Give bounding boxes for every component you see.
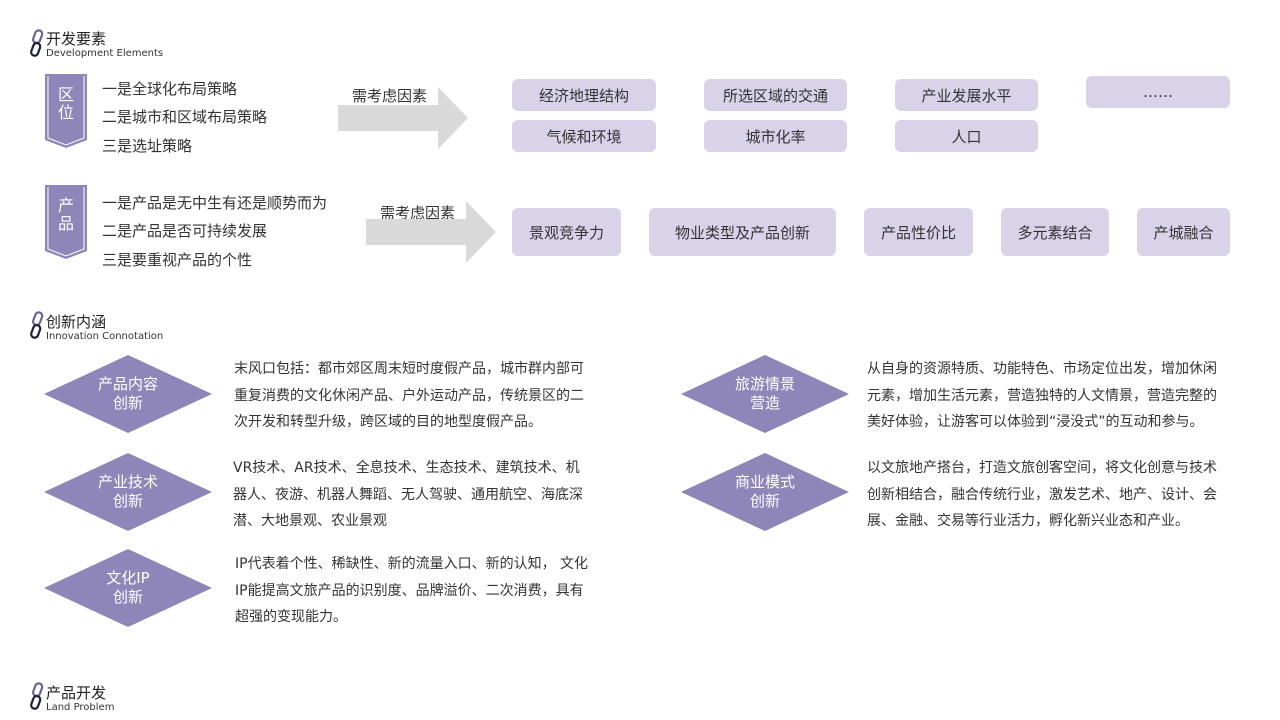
description-line: 潜、大地景观、农业景观 [233, 513, 387, 529]
innovation-title: 创新 [112, 588, 143, 606]
product-line: 一是产品是无中生有还是顺势而为 [102, 194, 328, 212]
innovation-title: 创新 [112, 394, 143, 412]
location-line: 二是城市和区域布局策略 [102, 108, 268, 126]
description-line: 末风口包括：都市郊区周末短时度假产品，城市群内部可 [234, 361, 584, 377]
section-subtitle-development: Development Elements [46, 48, 164, 59]
product-tag-char: 品 [57, 214, 74, 233]
description-line: IP代表着个性、稀缺性、新的流量入口、新的认知， 文化 [235, 556, 589, 572]
section-title-product-dev: 产品开发 [46, 684, 107, 702]
chain-link-icon [28, 29, 46, 59]
product-factor: 景观竞争力 [512, 208, 621, 256]
section-subtitle-product-dev: Land Problem [46, 702, 115, 713]
innovation-title: 旅游情景 [734, 375, 795, 393]
innovation-description: 以文旅地产搭台，打造文旅创客空间，将文化创意与技术 创新相结合，融合传统行业，激… [867, 455, 1242, 535]
chain-link-icon [28, 311, 46, 341]
description-line: 从自身的资源特质、功能特色、市场定位出发，增加休闲 [867, 361, 1217, 377]
innovation-title: 产品内容 [97, 375, 158, 393]
location-tag-char: 区 [57, 85, 74, 104]
innovation-title: 创新 [112, 492, 143, 510]
location-tag-char: 位 [57, 103, 74, 122]
location-factor: …… [1086, 76, 1230, 108]
section-subtitle-innovation: Innovation Connotation [46, 331, 164, 342]
innovation-diamond: 产业技术 创新 [44, 453, 212, 531]
innovation-diamond: 产品内容 创新 [44, 355, 212, 433]
product-arrow-label: 需考虑因素 [380, 204, 456, 222]
product-factor: 物业类型及产品创新 [649, 208, 836, 256]
innovation-diamond: 文化IP 创新 [44, 549, 212, 627]
innovation-description: IP代表着个性、稀缺性、新的流量入口、新的认知， 文化 IP能提高文旅产品的识别… [235, 551, 610, 631]
description-line: 展、金融、交易等行业活力，孵化新兴业态和产业。 [867, 513, 1189, 529]
location-factor: 产业发展水平 [895, 79, 1038, 111]
innovation-title: 营造 [749, 394, 780, 412]
chain-link-icon [28, 682, 46, 712]
location-factor: 经济地理结构 [512, 79, 656, 111]
location-factor: 所选区域的交通 [704, 79, 847, 111]
product-tag: 产 品 [45, 185, 87, 259]
innovation-title: 商业模式 [734, 473, 795, 491]
innovation-diamond: 商业模式 创新 [681, 453, 849, 531]
description-line: 重复消费的文化休闲产品、户外运动产品，传统景区的二 [234, 387, 584, 404]
innovation-diamond: 旅游情景 营造 [681, 355, 849, 433]
description-line: 次开发和转型升级，跨区域的目的地型度假产品。 [234, 414, 542, 430]
arrow-right-icon [338, 87, 468, 153]
location-factor: 人口 [895, 120, 1038, 152]
section-title-innovation: 创新内涵 [46, 313, 107, 331]
description-line: 元素，增加生活元素，营造独特的人文情景，营造完整的 [867, 387, 1217, 404]
location-factor: 气候和环境 [512, 120, 656, 152]
product-line: 三是要重视产品的个性 [102, 251, 253, 269]
location-line: 一是全球化布局策略 [102, 80, 238, 98]
description-line: 器人、夜游、机器人舞蹈、无人驾驶、通用航空、海底深 [233, 486, 583, 503]
innovation-description: 从自身的资源特质、功能特色、市场定位出发，增加休闲 元素，增加生活元素，营造独特… [867, 356, 1242, 436]
location-factor: 城市化率 [704, 120, 847, 152]
product-line: 二是产品是否可持续发展 [102, 222, 268, 240]
location-line: 三是选址策略 [102, 137, 193, 155]
innovation-title: 产业技术 [97, 473, 158, 491]
innovation-title: 文化IP [106, 569, 150, 587]
product-factor: 产城融合 [1137, 208, 1230, 256]
description-line: 美好体验，让游客可以体验到“浸没式”的互动和参与。 [867, 414, 1204, 430]
innovation-description: VR技术、AR技术、全息技术、生态技术、建筑技术、机 器人、夜游、机器人舞蹈、无… [233, 455, 608, 535]
innovation-description: 末风口包括：都市郊区周末短时度假产品，城市群内部可 重复消费的文化休闲产品、户外… [234, 356, 609, 436]
section-title-development: 开发要素 [46, 30, 107, 48]
product-factor: 多元素结合 [1001, 208, 1109, 256]
location-arrow-label: 需考虑因素 [352, 87, 428, 105]
description-line: IP能提高文旅产品的识别度、品牌溢价、二次消费，具有 [235, 582, 584, 599]
location-tag: 区 位 [45, 74, 87, 148]
arrow-right-icon [366, 201, 496, 267]
product-factor: 产品性价比 [864, 208, 973, 256]
product-tag-char: 产 [57, 196, 74, 215]
description-line: 创新相结合，融合传统行业，激发艺术、地产、设计、会 [867, 486, 1217, 503]
description-line: VR技术、AR技术、全息技术、生态技术、建筑技术、机 [233, 460, 580, 476]
description-line: 以文旅地产搭台，打造文旅创客空间，将文化创意与技术 [867, 460, 1217, 476]
description-line: 超强的变现能力。 [235, 609, 347, 625]
innovation-title: 创新 [749, 492, 780, 510]
